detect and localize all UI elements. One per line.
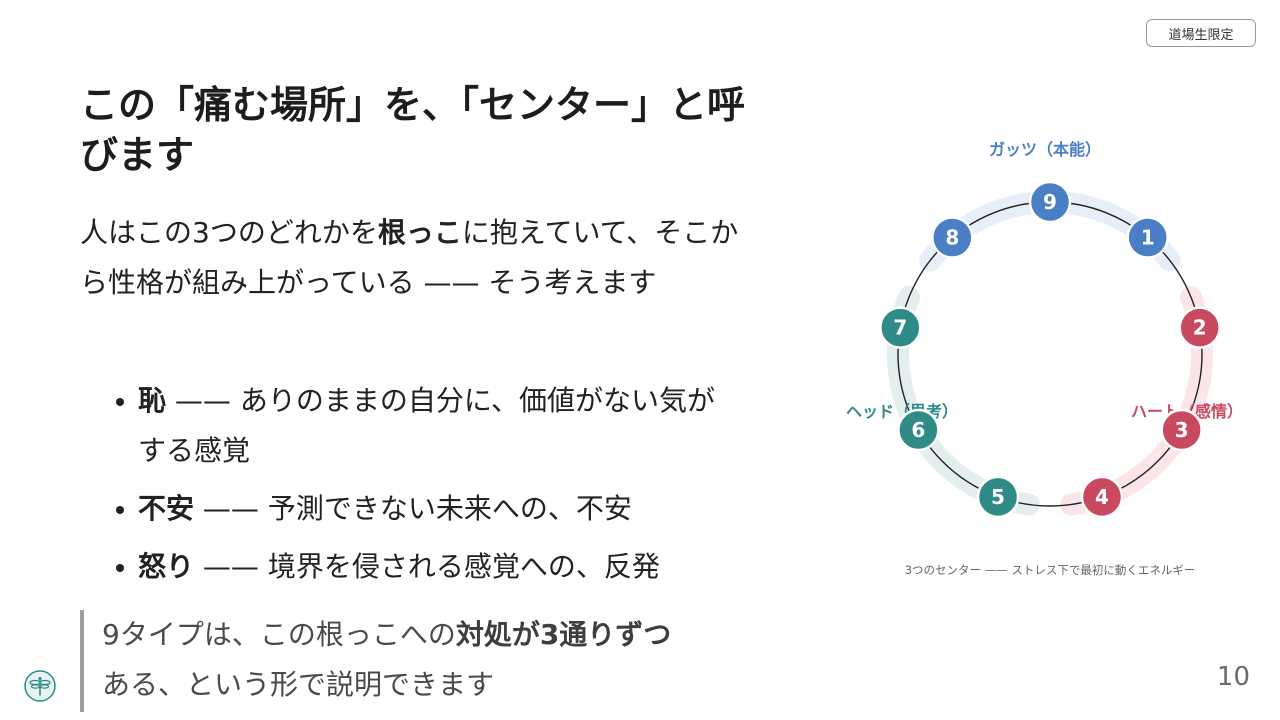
type-node-number: 2 [1193, 316, 1207, 340]
type-node-number: 1 [1141, 226, 1155, 250]
list-item-term: 恥 [138, 384, 167, 417]
members-only-badge: 道場生限定 [1146, 19, 1256, 47]
type-node [931, 216, 974, 259]
dragonfly-logo-icon [24, 670, 56, 702]
center-label-gut: ガッツ（本能） [989, 140, 1101, 159]
quote-text-2: ある、という形で説明できます [102, 668, 495, 701]
list-item: 不安 —— 予測できない未来への、不安 [116, 484, 738, 534]
list-item: 恥 —— ありのままの自分に、価値がない気がする感覚 [116, 376, 738, 476]
lead-text-1: 人はこの3つのどれかを [80, 216, 378, 249]
type-node-number: 4 [1095, 485, 1109, 509]
list-item: 怒り —— 境界を侵される感覚への、反発 [116, 542, 738, 592]
page-number: 10 [1216, 662, 1250, 692]
list-item-desc: —— 境界を侵される感覚への、反発 [194, 550, 660, 583]
center-list: 恥 —— ありのままの自分に、価値がない気がする感覚 不安 —— 予測できない未… [116, 376, 738, 600]
diagram-caption: 3つのセンター —— ストレス下で最初に動くエネルギー [904, 563, 1196, 577]
list-item-desc: —— ありのままの自分に、価値がない気がする感覚 [138, 384, 715, 467]
list-item-term: 不安 [138, 492, 195, 525]
type-node-number: 9 [1043, 190, 1057, 214]
type-node [897, 408, 940, 452]
list-item-desc: —— 予測できない未来への、不安 [194, 492, 632, 525]
slide-title: この「痛む場所」を、「センター」と呼びます [80, 83, 746, 177]
type-node-number: 3 [1175, 418, 1189, 442]
type-node [1028, 180, 1072, 224]
type-node [976, 475, 1020, 519]
type-node-number: 6 [911, 418, 925, 442]
type-node [1160, 408, 1203, 452]
type-node-number: 8 [945, 226, 959, 250]
lead-text-2: に抱えていて、そこから性格が組み上がっている —— そう考えます [80, 216, 739, 299]
type-node-number: 5 [991, 485, 1005, 509]
type-node-number: 7 [893, 316, 907, 340]
summary-quote: 9タイプは、この根っこへの対処が3通りずつある、という形で説明できます [80, 610, 740, 712]
type-node [1126, 216, 1169, 259]
type-node [879, 306, 922, 349]
type-node [1080, 475, 1124, 519]
lead-emphasis: 根っこ [377, 216, 462, 249]
type-node [1178, 306, 1221, 349]
quote-text-1: 9タイプは、この根っこへの [102, 618, 456, 651]
quote-emphasis: 対処が3通りずつ [455, 618, 672, 651]
lead-paragraph: 人はこの3つのどれかを根っこに抱えていて、そこから性格が組み上がっている —— … [80, 208, 740, 308]
list-item-term: 怒り [138, 550, 195, 583]
